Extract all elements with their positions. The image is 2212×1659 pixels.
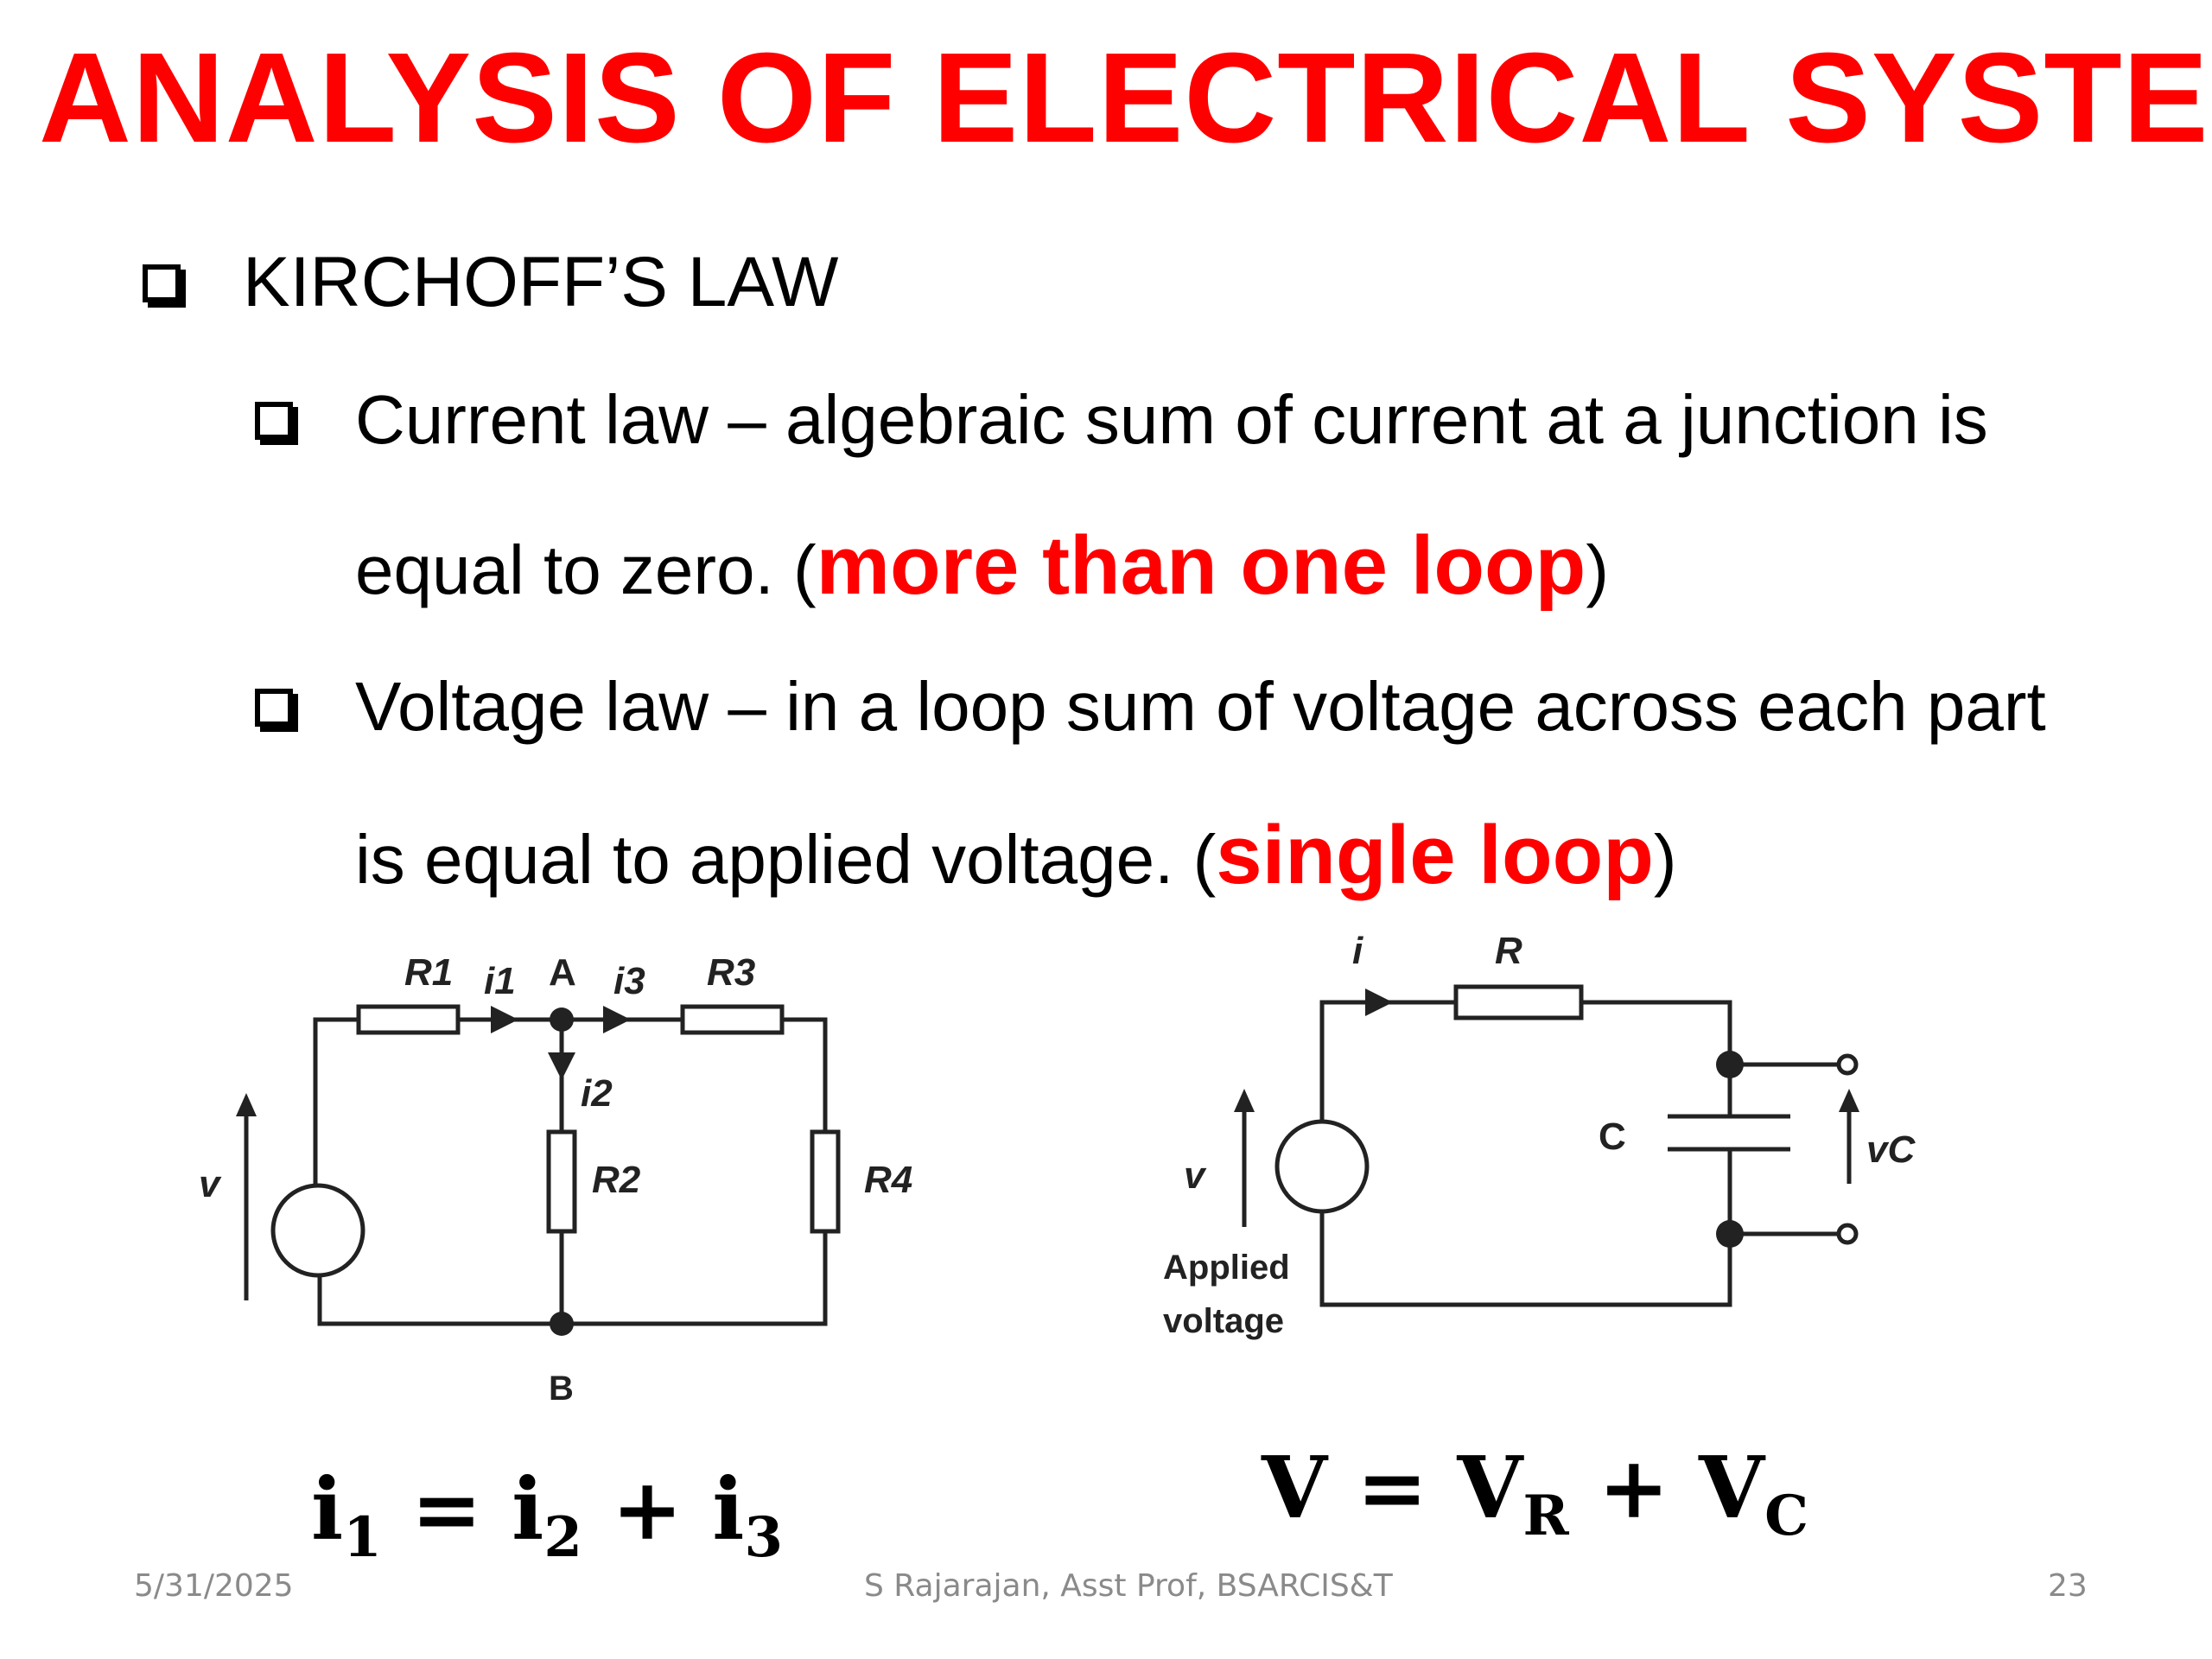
checkbox-bullet-icon	[255, 689, 293, 727]
voltage-law-line2: is equal to applied voltage. (single loo…	[355, 808, 1677, 903]
voltage-law-prefix: is equal to applied voltage. (	[355, 821, 1217, 898]
resistor-r2	[546, 1129, 577, 1234]
bullet-kirchoff: KIRCHOFF’S LAW	[143, 242, 838, 323]
label-v: v	[199, 1163, 222, 1205]
label-i2: i2	[581, 1072, 613, 1115]
eq-plus: +	[1598, 1439, 1669, 1538]
eq-term: V	[1457, 1439, 1523, 1538]
label-r3: R3	[707, 951, 755, 994]
footer-date: 5/31/2025	[134, 1568, 294, 1604]
resistor-r	[1453, 984, 1584, 1020]
kvl-circuit-diagram: R i C v vC Applied voltage	[1163, 930, 1916, 1340]
eq-subscript: 1	[343, 1505, 382, 1570]
label-c: C	[1599, 1116, 1626, 1158]
label-r4: R4	[864, 1159, 912, 1201]
eq-sign: =	[410, 1460, 483, 1560]
eq-term: i	[712, 1460, 745, 1560]
voltage-source	[1274, 1119, 1370, 1214]
eq-term: V	[1262, 1439, 1328, 1538]
bullet-current-law: Current law – algebraic sum of current a…	[255, 380, 1988, 460]
label-node-b: B	[549, 1370, 574, 1408]
kcl-circuit-diagram: R1 i1 A i3 R3 i2 R2 R4 v B	[199, 951, 912, 1408]
kvl-equation: V = VR + VC	[1262, 1439, 1808, 1548]
eq-subscript: 2	[543, 1505, 582, 1570]
checkbox-bullet-icon	[143, 264, 181, 302]
label-i: i	[1352, 930, 1363, 972]
slide-title: ANALYSIS OF ELECTRICAL SYSTEM	[39, 27, 2212, 169]
eq-subscript: C	[1764, 1484, 1809, 1548]
node-b	[550, 1312, 574, 1336]
footer-page-number: 23	[2048, 1568, 2088, 1604]
voltage-law-suffix: )	[1653, 821, 1677, 898]
eq-subscript: 3	[744, 1505, 784, 1570]
current-law-line1: Current law – algebraic sum of current a…	[355, 381, 1988, 458]
label-vc: vC	[1866, 1128, 1916, 1171]
eq-term: i	[512, 1460, 544, 1560]
eq-plus: +	[612, 1460, 683, 1560]
label-r: R	[1495, 930, 1522, 972]
current-law-prefix: equal to zero. (	[355, 531, 817, 608]
eq-sign: =	[1357, 1439, 1428, 1538]
voltage-law-line1: Voltage law – in a loop sum of voltage a…	[355, 668, 2046, 745]
label-r2: R2	[592, 1159, 641, 1201]
node-bottom	[1716, 1220, 1744, 1248]
resistor-r1	[356, 1004, 461, 1035]
eq-subscript: R	[1522, 1484, 1569, 1548]
resistor-r4	[810, 1129, 841, 1234]
checkbox-bullet-icon	[255, 402, 293, 440]
node-a	[550, 1007, 574, 1032]
kcl-equation: i1 = i2 + i3	[311, 1460, 783, 1570]
label-i1: i1	[484, 960, 516, 1002]
label-r1: R1	[404, 951, 453, 994]
footer-author: S Rajarajan, Asst Prof, BSARCIS&T	[864, 1568, 1393, 1604]
label-i3: i3	[613, 960, 645, 1002]
resistor-r3	[680, 1004, 785, 1035]
node-top	[1716, 1051, 1744, 1078]
voltage-source	[270, 1183, 365, 1278]
voltage-law-highlight: single loop	[1216, 809, 1654, 901]
label-applied: Applied	[1163, 1249, 1290, 1287]
current-law-line2: equal to zero. (more than one loop)	[355, 518, 1609, 613]
eq-term: i	[311, 1460, 344, 1560]
current-law-highlight: more than one loop	[816, 519, 1586, 612]
eq-term: V	[1699, 1439, 1765, 1538]
label-node-a: A	[549, 951, 576, 994]
current-law-suffix: )	[1586, 531, 1609, 608]
bullet-voltage-law: Voltage law – in a loop sum of voltage a…	[255, 667, 2046, 747]
label-voltage: voltage	[1163, 1302, 1284, 1340]
bullet-kirchoff-text: KIRCHOFF’S LAW	[243, 243, 839, 321]
label-v: v	[1184, 1154, 1207, 1197]
